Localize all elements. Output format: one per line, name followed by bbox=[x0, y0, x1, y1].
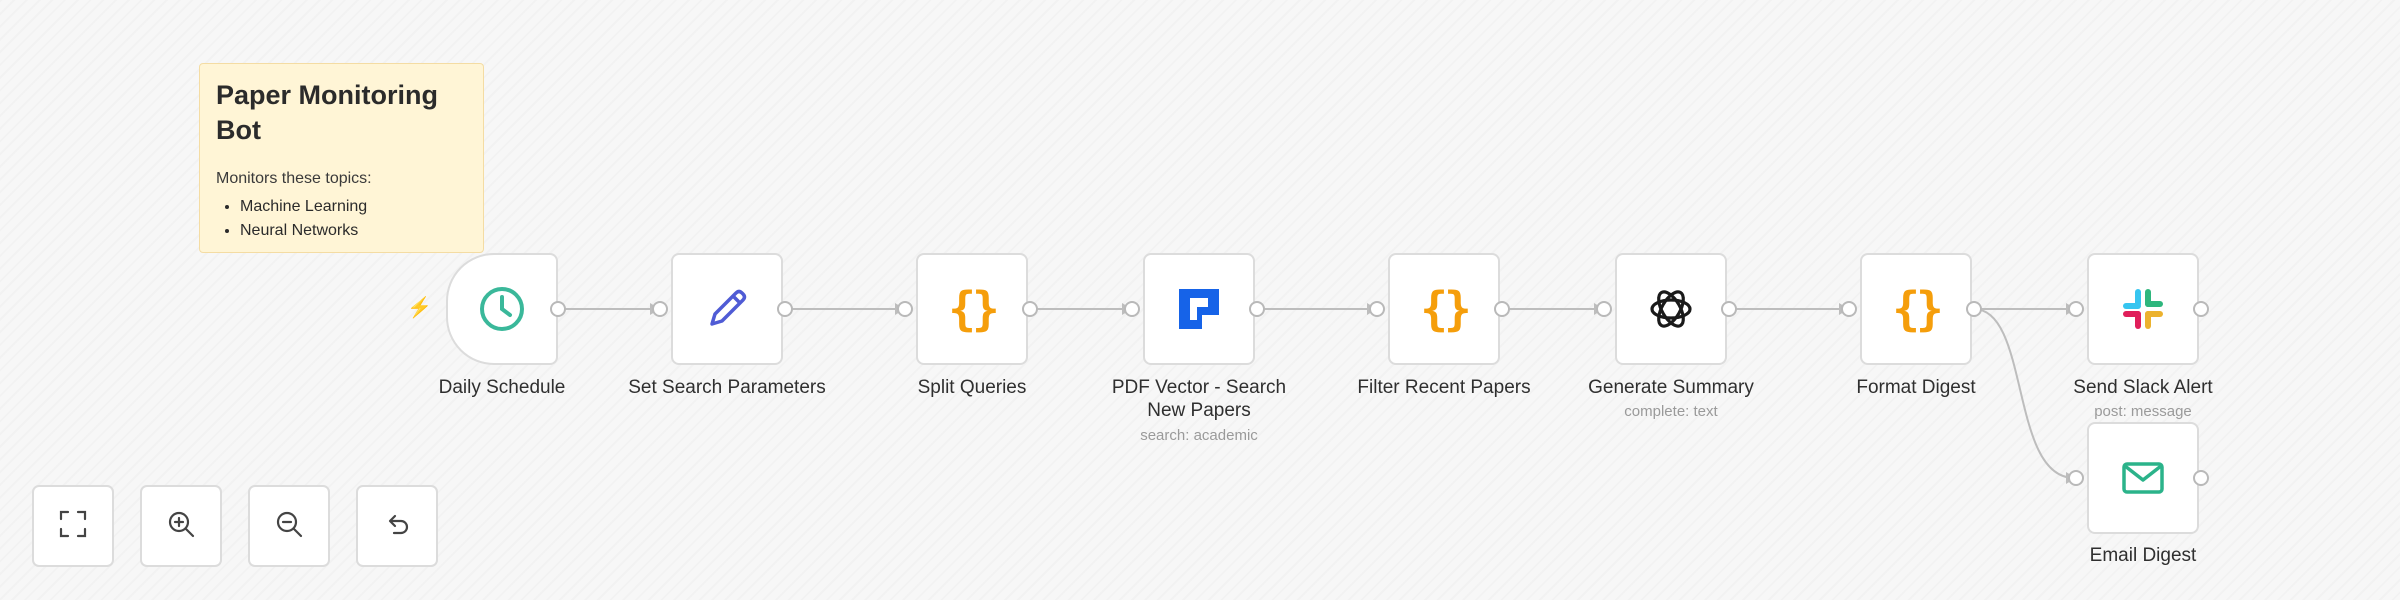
pencil-icon bbox=[701, 283, 753, 335]
sticky-note-topic-list: Machine Learning Neural Networks bbox=[216, 198, 467, 240]
code-braces-icon: {} bbox=[1420, 282, 1471, 336]
sticky-note-topic: Machine Learning bbox=[240, 198, 467, 216]
node-label-line: New Papers bbox=[1147, 400, 1251, 421]
node-label: Daily Schedule bbox=[438, 377, 566, 398]
input-port[interactable] bbox=[2068, 470, 2084, 486]
node-filter-recent-papers[interactable]: {} bbox=[1388, 253, 1500, 365]
sticky-note[interactable]: Paper Monitoring Bot Monitors these topi… bbox=[199, 63, 484, 253]
node-subtitle: post: message bbox=[2094, 403, 2192, 420]
node-pdf-vector-search[interactable] bbox=[1143, 253, 1255, 365]
openai-icon bbox=[1645, 283, 1697, 335]
node-email-digest[interactable] bbox=[2087, 422, 2199, 534]
node-label: Format Digest bbox=[1856, 377, 1976, 398]
output-port[interactable] bbox=[2193, 301, 2209, 317]
clock-icon bbox=[476, 283, 528, 335]
node-label: Email Digest bbox=[2089, 545, 2197, 566]
zoom-in-icon bbox=[166, 509, 196, 544]
fit-view-icon bbox=[58, 509, 88, 544]
sticky-note-title: Paper Monitoring Bot bbox=[216, 80, 438, 146]
output-port[interactable] bbox=[1022, 301, 1038, 317]
node-send-slack-alert[interactable] bbox=[2087, 253, 2199, 365]
code-braces-icon: {} bbox=[1892, 282, 1943, 336]
output-port[interactable] bbox=[777, 301, 793, 317]
input-port[interactable] bbox=[1841, 301, 1857, 317]
sticky-note-topic: Neural Networks bbox=[240, 222, 467, 240]
input-port[interactable] bbox=[897, 301, 913, 317]
node-subtitle: complete: text bbox=[1624, 403, 1718, 420]
zoom-out-button[interactable] bbox=[248, 485, 330, 567]
code-braces-icon: {} bbox=[948, 282, 999, 336]
node-set-search-parameters[interactable] bbox=[671, 253, 783, 365]
node-label: Generate Summary bbox=[1588, 377, 1754, 398]
node-format-digest[interactable]: {} bbox=[1860, 253, 1972, 365]
output-port[interactable] bbox=[550, 301, 566, 317]
node-daily-schedule[interactable] bbox=[446, 253, 558, 365]
mail-icon bbox=[2117, 452, 2169, 504]
output-port[interactable] bbox=[1249, 301, 1265, 317]
input-port[interactable] bbox=[652, 301, 668, 317]
input-port[interactable] bbox=[1369, 301, 1385, 317]
zoom-in-button[interactable] bbox=[140, 485, 222, 567]
output-port[interactable] bbox=[1494, 301, 1510, 317]
sticky-note-intro: Monitors these topics: bbox=[216, 170, 372, 188]
trigger-bolt-icon: ⚡ bbox=[407, 297, 432, 319]
reset-zoom-button[interactable] bbox=[356, 485, 438, 567]
node-label: Split Queries bbox=[917, 377, 1027, 398]
input-port[interactable] bbox=[1596, 301, 1612, 317]
slack-icon bbox=[2117, 283, 2169, 335]
output-port[interactable] bbox=[1966, 301, 1982, 317]
node-label: PDF Vector - Search New Papers bbox=[1089, 376, 1309, 422]
input-port[interactable] bbox=[1124, 301, 1140, 317]
input-port[interactable] bbox=[2068, 301, 2084, 317]
reset-zoom-icon bbox=[382, 509, 412, 544]
pdf-vector-icon bbox=[1173, 283, 1225, 335]
node-subtitle: search: academic bbox=[1140, 427, 1258, 444]
zoom-out-icon bbox=[274, 509, 304, 544]
node-label: Filter Recent Papers bbox=[1357, 377, 1531, 398]
fit-view-button[interactable] bbox=[32, 485, 114, 567]
output-port[interactable] bbox=[1721, 301, 1737, 317]
node-split-queries[interactable]: {} bbox=[916, 253, 1028, 365]
node-label: Set Search Parameters bbox=[628, 377, 826, 398]
node-label-line: PDF Vector - Search bbox=[1111, 377, 1287, 398]
node-label: Send Slack Alert bbox=[2073, 377, 2213, 398]
node-generate-summary[interactable] bbox=[1615, 253, 1727, 365]
output-port[interactable] bbox=[2193, 470, 2209, 486]
